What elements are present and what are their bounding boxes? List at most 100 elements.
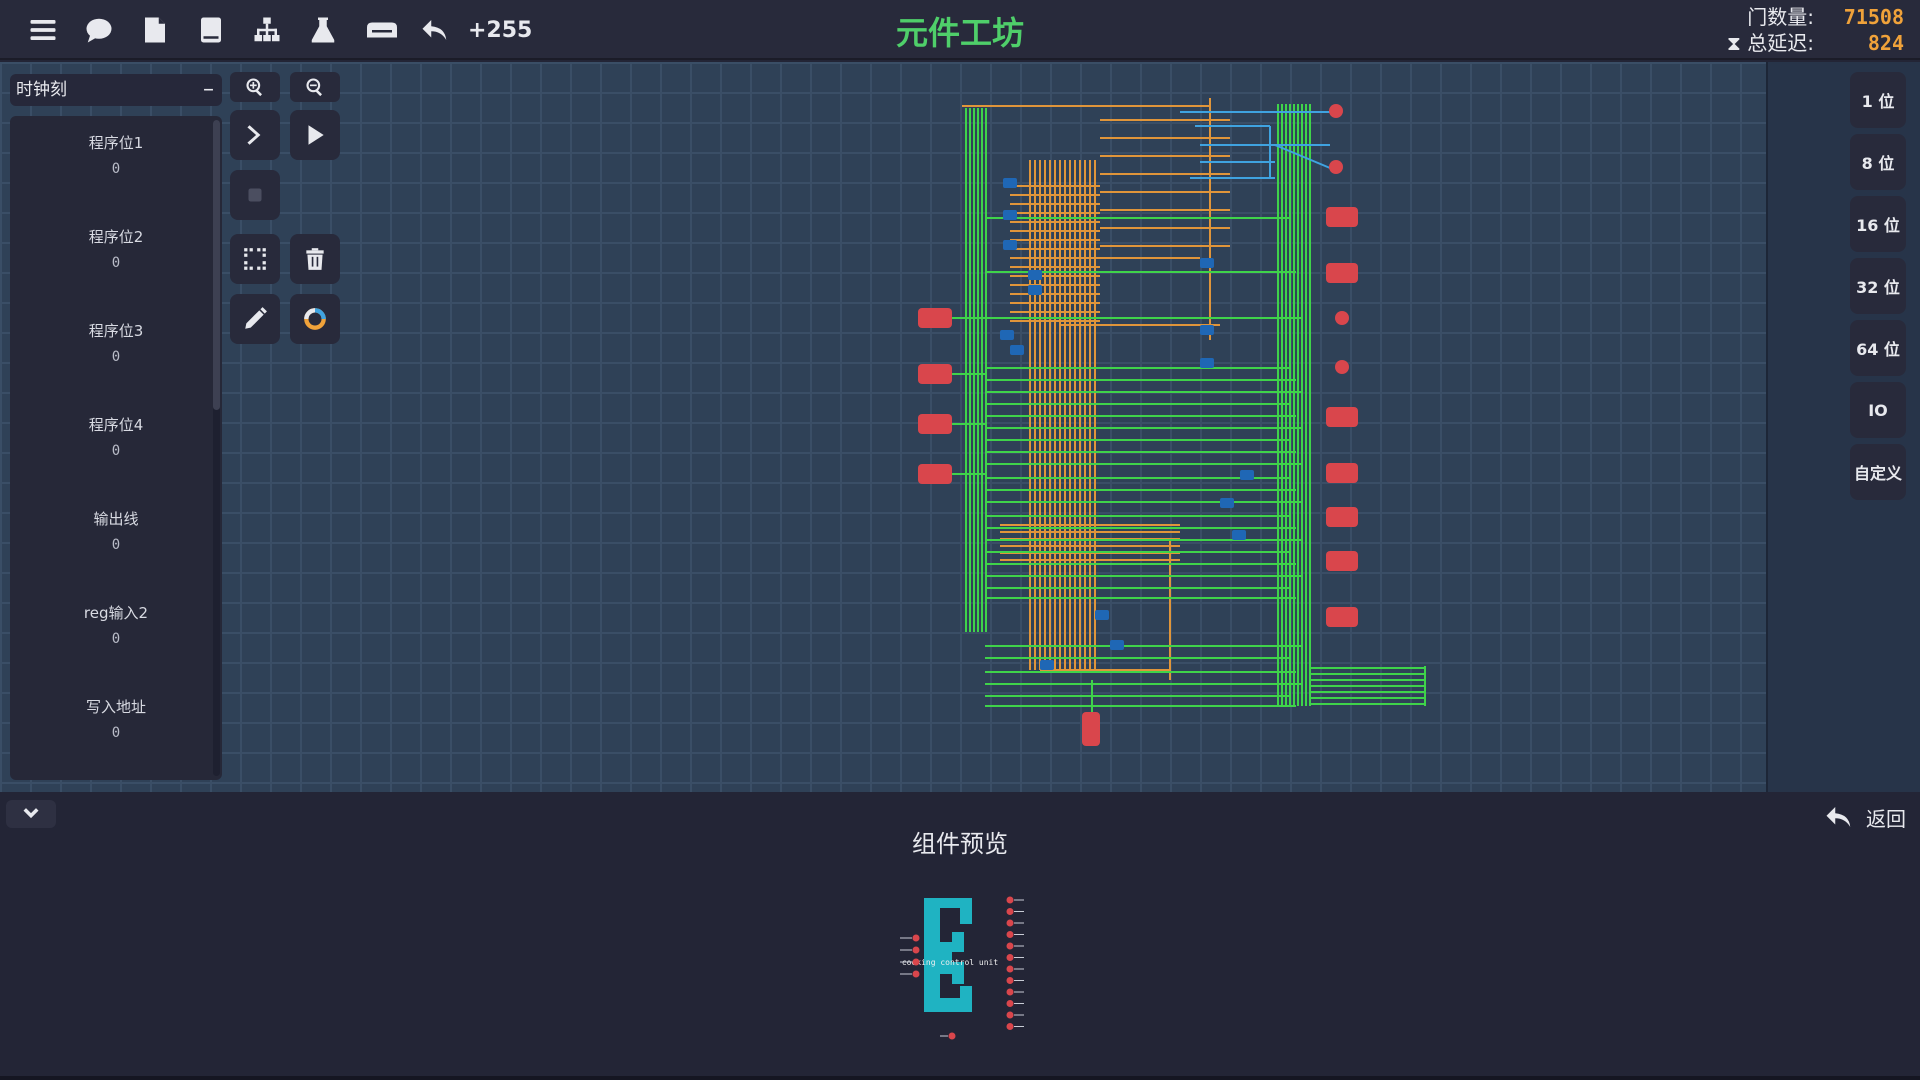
pin-name: 写入地址 <box>85 698 146 716</box>
pin-name: 程序位3 <box>88 322 144 340</box>
logic-gate[interactable] <box>1232 530 1246 540</box>
logic-gate[interactable] <box>1028 285 1042 295</box>
pin-value: 0 <box>111 255 121 271</box>
output-pin[interactable] <box>1335 311 1349 325</box>
logic-gate[interactable] <box>1095 610 1109 620</box>
input-pin[interactable] <box>918 464 952 484</box>
chat-icon[interactable] <box>81 12 117 48</box>
preview-pin <box>948 1032 956 1040</box>
scroll-thumb[interactable] <box>213 120 220 410</box>
bit-width-1-button[interactable]: 1 位 <box>1850 72 1906 128</box>
color-picker-button[interactable] <box>290 294 340 344</box>
preview-pins <box>900 896 1024 1040</box>
collapse-minus-icon[interactable]: – <box>203 77 214 102</box>
zoom-out-button[interactable] <box>290 72 340 102</box>
bit-width-16-button[interactable]: 16 位 <box>1850 196 1906 252</box>
preview-pin <box>1006 919 1014 927</box>
circuit-canvas[interactable] <box>0 62 1766 792</box>
pencil-button[interactable] <box>230 294 280 344</box>
preview-pin <box>1006 896 1014 904</box>
output-pin[interactable] <box>1326 463 1358 483</box>
bit-width-32-button[interactable]: 32 位 <box>1850 258 1906 314</box>
delay-label: 总延迟: <box>1747 31 1814 55</box>
back-button[interactable]: 返回 <box>1824 802 1906 832</box>
play-button[interactable] <box>290 110 340 160</box>
zoom-in-button[interactable] <box>230 72 280 102</box>
stats-panel: 门数量: 71508 ⧗ 总延迟: 824 <box>1704 4 1904 56</box>
output-pin[interactable] <box>1329 160 1343 174</box>
output-pin[interactable] <box>1329 104 1343 118</box>
play-icon <box>308 125 324 145</box>
bit-width-64-button[interactable]: 64 位 <box>1850 320 1906 376</box>
logic-gate[interactable] <box>1240 470 1254 480</box>
bit-width-8-button[interactable]: 8 位 <box>1850 134 1906 190</box>
logic-gate[interactable] <box>1003 240 1017 250</box>
input-pin[interactable] <box>918 414 952 434</box>
logic-gate[interactable] <box>1028 270 1042 280</box>
output-pin[interactable] <box>1326 607 1358 627</box>
component-preview-symbol: cooking control unit <box>900 896 1024 1040</box>
preview-pin <box>912 958 920 966</box>
app-title: 元件工坊 <box>895 14 1024 52</box>
preview-pin <box>1006 988 1014 996</box>
menu-icon[interactable] <box>25 12 61 48</box>
circuit-diagram[interactable] <box>0 62 1766 792</box>
collapse-panel-button[interactable] <box>6 800 56 828</box>
output-pin[interactable] <box>1326 551 1358 571</box>
stop-icon <box>248 188 262 202</box>
pin-name: 程序位4 <box>88 416 144 434</box>
delete-button[interactable] <box>290 234 340 284</box>
step-button[interactable] <box>230 110 280 160</box>
flask-icon[interactable] <box>305 12 341 48</box>
file-icon[interactable] <box>137 12 173 48</box>
logic-gate[interactable] <box>1000 330 1014 340</box>
pencil-icon <box>245 307 267 329</box>
logic-gate[interactable] <box>1003 210 1017 220</box>
zoom-out-icon <box>306 78 322 97</box>
logic-gate[interactable] <box>1220 498 1234 508</box>
pin-item[interactable]: 写入地址 0 <box>10 680 222 774</box>
input-pin[interactable] <box>918 364 952 384</box>
bottom-pin[interactable] <box>1082 712 1100 746</box>
component-body <box>924 898 972 1012</box>
stop-button[interactable] <box>230 170 280 220</box>
pin-value: 0 <box>111 725 121 741</box>
tray-icon[interactable] <box>361 12 403 48</box>
output-pin[interactable] <box>1326 407 1358 427</box>
custom-width-button[interactable]: 自定义 <box>1850 444 1906 500</box>
top-toolbar: +255 元件工坊 门数量: 71508 ⧗ 总延迟: 824 <box>0 0 1920 60</box>
logic-gate[interactable] <box>1110 640 1124 650</box>
logic-gate[interactable] <box>1200 358 1214 368</box>
output-pin[interactable] <box>1326 207 1358 227</box>
hierarchy-icon[interactable] <box>249 12 285 48</box>
pin-list-scrollbar[interactable] <box>213 120 220 776</box>
book-icon[interactable] <box>193 12 229 48</box>
logic-gate[interactable] <box>1010 345 1024 355</box>
logic-gate[interactable] <box>1200 325 1214 335</box>
output-pin[interactable] <box>1326 263 1358 283</box>
logic-gate[interactable] <box>1003 178 1017 188</box>
input-pin[interactable] <box>918 308 952 328</box>
io-button[interactable]: IO <box>1850 382 1906 438</box>
select-button[interactable] <box>230 234 280 284</box>
back-arrow-icon <box>1826 807 1851 827</box>
output-pin[interactable] <box>1326 507 1358 527</box>
zoom-in-icon <box>246 78 262 97</box>
component-preview-panel: 返回 组件预览 cooking control unit <box>0 792 1920 1080</box>
pin-name: 输出线 <box>93 510 139 528</box>
preview-pin <box>1006 1023 1014 1030</box>
logic-gate[interactable] <box>1200 258 1214 268</box>
logic-gate[interactable] <box>1040 660 1054 670</box>
output-pin[interactable] <box>1335 360 1349 374</box>
clock-tick-selector[interactable]: 时钟刻 – <box>10 74 222 106</box>
gate-count-label: 门数量: <box>1747 5 1814 29</box>
undo-icon[interactable] <box>417 12 453 48</box>
